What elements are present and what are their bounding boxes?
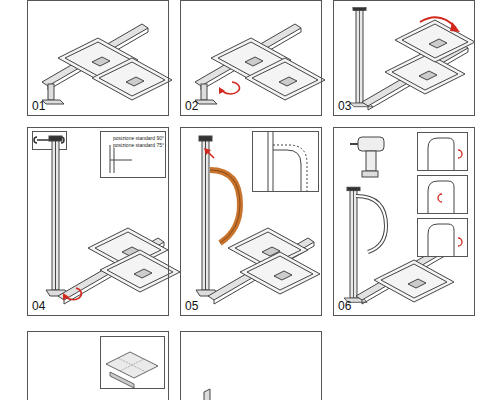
step-panel: 04	[27, 127, 169, 316]
step-number: 06	[338, 300, 351, 312]
step-number: 05	[185, 300, 198, 312]
step-number: 03	[338, 100, 351, 112]
step-number: 02	[185, 100, 198, 112]
inset-note: posizione standard 75°	[113, 143, 164, 148]
inset-note: posizione standard 90°	[113, 136, 164, 141]
step-panel: 02	[180, 0, 322, 116]
step-panel: 03	[333, 0, 475, 116]
step-panel: 06	[333, 127, 475, 316]
step-panel: 05	[180, 127, 322, 316]
step-number: 01	[32, 100, 45, 112]
step-number: 04	[32, 300, 45, 312]
step-panel: 01	[27, 0, 169, 116]
